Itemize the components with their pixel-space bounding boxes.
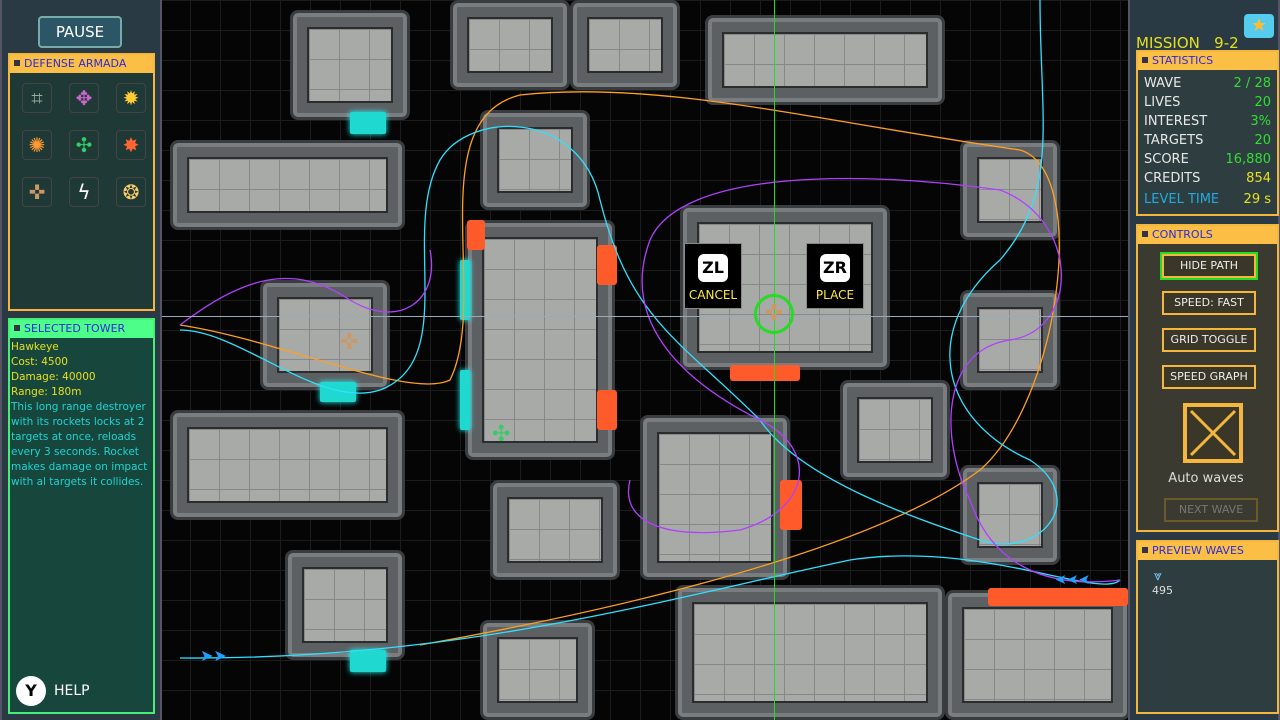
enemy-entry-arrows: ➤➤ [200, 646, 227, 665]
tower-description: This long range destroyer with its rocke… [11, 401, 148, 488]
enemy-paths [179, 0, 1121, 659]
station-block [450, 0, 570, 90]
station-block [290, 10, 410, 120]
stat-label: CREDITS [1144, 171, 1201, 186]
stat-row-score: SCORE 16,880 [1144, 152, 1271, 171]
station-block [945, 590, 1130, 720]
placement-cursor[interactable]: ✜ [754, 294, 794, 334]
station-block [675, 585, 945, 720]
tower-cost: Cost: 4500 [11, 356, 68, 368]
station-block [640, 415, 790, 580]
stat-label: SCORE [1144, 152, 1189, 167]
station-block [960, 140, 1060, 240]
stat-label: WAVE [1144, 76, 1182, 91]
speed-fast-button[interactable]: SPEED: FAST [1162, 291, 1256, 315]
tower-fire-icon[interactable]: ✺ [22, 130, 52, 160]
cursor-vertical-line [774, 0, 775, 720]
speed-graph-button[interactable]: SPEED GRAPH [1162, 365, 1256, 389]
mission-label: MISSION 9-2 [1136, 34, 1239, 52]
stat-label: INTEREST [1144, 114, 1208, 129]
cursor-horizontal-line [160, 316, 1130, 317]
selected-tower-title: SELECTED TOWER [10, 320, 153, 338]
next-wave-button[interactable]: NEXT WAVE [1164, 498, 1258, 522]
level-time-label: LEVEL TIME [1144, 192, 1220, 207]
statistics-title: STATISTICS [1138, 52, 1277, 70]
tower-wheel-icon[interactable]: ❂ [116, 177, 146, 207]
star-icon[interactable]: ★ [1244, 14, 1274, 38]
stat-label: TARGETS [1144, 133, 1204, 148]
station-block [840, 380, 950, 480]
cancel-prompt[interactable]: ZL CANCEL [684, 243, 742, 309]
stat-row-wave: WAVE 2 / 28 [1144, 76, 1271, 95]
tower-hawkeye-icon[interactable]: ✜ [22, 177, 52, 207]
preview-waves-panel: PREVIEW WAVES ⩔ 495 [1136, 540, 1279, 714]
cancel-label: CANCEL [688, 288, 738, 302]
tower-purple-icon[interactable]: ✥ [69, 83, 99, 113]
green-tower[interactable]: ✣ [492, 422, 511, 447]
tower-name: Hawkeye [11, 341, 59, 353]
stat-label: LIVES [1144, 95, 1181, 110]
station-block [170, 140, 405, 230]
station-block [705, 15, 945, 105]
hawkeye-tower[interactable]: ✜ [340, 330, 359, 355]
stat-value: 16,880 [1225, 152, 1272, 167]
stat-row-lives: LIVES 20 [1144, 95, 1271, 114]
tower-burst-icon[interactable]: ✹ [116, 83, 146, 113]
tower-frame-icon[interactable]: ⌗ [22, 83, 52, 113]
stat-row-credits: CREDITS 854 [1144, 171, 1271, 190]
station-block [465, 220, 615, 460]
place-label: PLACE [815, 288, 855, 302]
left-sidebar: PAUSE DEFENSE ARMADA ⌗ ✥ ✹ ✺ ✣ ✸ ✜ ϟ ❂ SELECTED … [0, 0, 162, 720]
game-map[interactable]: ✜ ✜ ✣ ➤➤ ➤➤➤ ZL CANCEL ZR PLACE [160, 0, 1130, 720]
stat-value: 20 [1254, 95, 1271, 110]
defense-armada-title: DEFENSE ARMADA [10, 55, 153, 73]
enemy-ship-icon: ⩔ [1154, 568, 1162, 584]
station-block [490, 480, 620, 580]
stat-value: 20 [1254, 133, 1271, 148]
selected-tower-panel: SELECTED TOWER Hawkeye Cost: 4500 Damage… [8, 318, 155, 714]
station-block [285, 550, 405, 660]
defense-armada-panel: DEFENSE ARMADA ⌗ ✥ ✹ ✺ ✣ ✸ ✜ ϟ ❂ [8, 53, 155, 311]
tower-flame-icon[interactable]: ✸ [116, 130, 146, 160]
stat-value: 2 / 28 [1233, 76, 1271, 91]
zr-button-icon: ZR [820, 254, 850, 282]
station-block [570, 0, 680, 90]
controls-title: CONTROLS [1138, 226, 1277, 244]
hide-path-button[interactable]: HIDE PATH [1162, 254, 1256, 278]
tower-range: Range: 180m [11, 386, 82, 398]
level-time-value: 29 s [1243, 192, 1271, 207]
pause-button[interactable]: PAUSE [38, 16, 122, 48]
stat-row-interest: INTEREST 3% [1144, 114, 1271, 133]
station-block [260, 280, 390, 390]
enemy-exit-arrows: ➤➤➤ [1055, 572, 1091, 588]
stat-value: 3% [1250, 114, 1271, 129]
help-button[interactable]: Y HELP [16, 676, 90, 706]
station-block [480, 620, 595, 720]
station-block [170, 410, 405, 520]
tower-damage: Damage: 40000 [11, 371, 96, 383]
station-block [960, 465, 1060, 565]
checkbox-x-icon [1189, 409, 1237, 457]
auto-waves-label: Auto waves [1168, 471, 1244, 486]
preview-waves-title: PREVIEW WAVES [1138, 542, 1277, 560]
right-sidebar: ★ MISSION 9-2 STATISTICS WAVE 2 / 28 LIVES… [1128, 0, 1280, 720]
stat-value: 854 [1246, 171, 1271, 186]
auto-waves-toggle[interactable] [1183, 403, 1243, 463]
preview-count: 495 [1152, 584, 1173, 597]
grid-toggle-button[interactable]: GRID TOGGLE [1162, 328, 1256, 352]
y-button-icon: Y [16, 676, 46, 706]
help-label: HELP [54, 683, 90, 699]
place-prompt[interactable]: ZR PLACE [806, 243, 864, 309]
tower-green-icon[interactable]: ✣ [69, 130, 99, 160]
stat-row-targets: TARGETS 20 [1144, 133, 1271, 152]
tower-lightning-icon[interactable]: ϟ [69, 177, 99, 207]
zl-button-icon: ZL [698, 254, 728, 282]
